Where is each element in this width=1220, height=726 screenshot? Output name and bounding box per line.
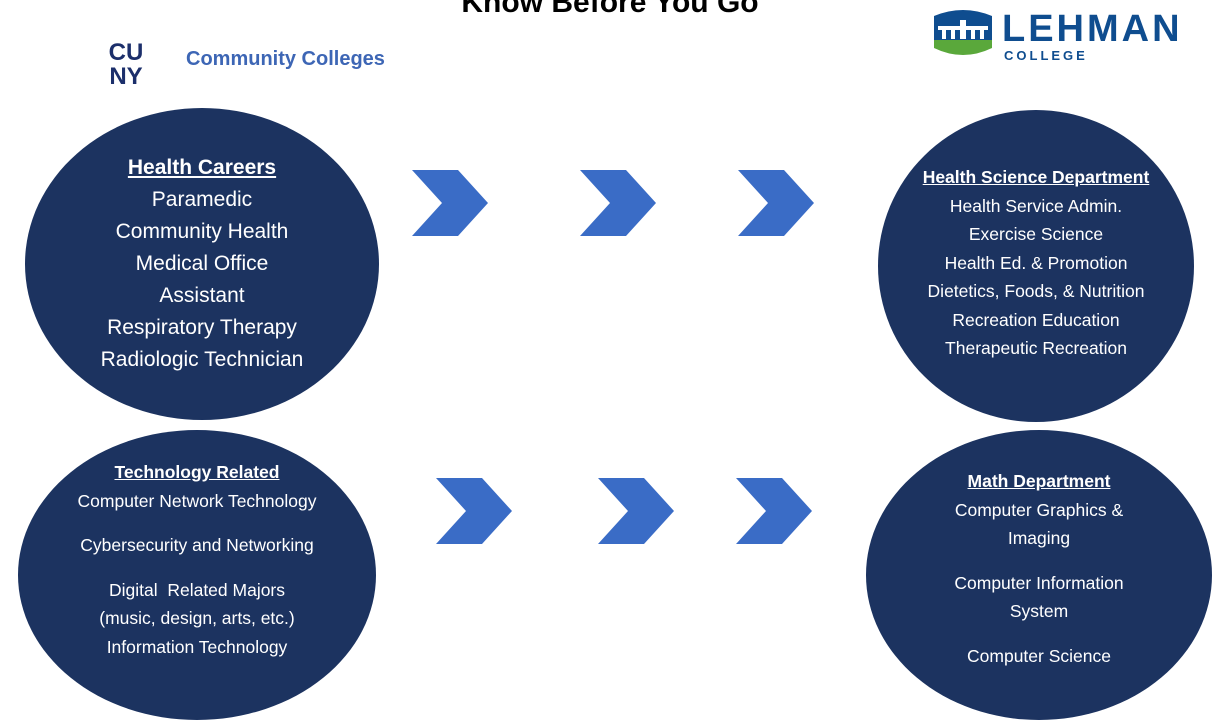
health-science-item: Health Service Admin. <box>949 195 1123 216</box>
health-science-item: Health Ed. & Promotion <box>944 252 1128 273</box>
technology-related-circle: Technology Related Computer Network Tech… <box>18 430 376 720</box>
technology-item: Cybersecurity and Networking <box>80 535 314 555</box>
technology-heading: Technology Related <box>114 462 280 482</box>
math-item: Computer Information <box>954 572 1124 593</box>
health-science-heading: Health Science Department <box>922 167 1150 187</box>
chevron-right-icon <box>736 478 812 544</box>
health-careers-item: Community Health <box>115 220 289 243</box>
lehman-college-logo: LEHMAN COLLEGE <box>932 6 1192 66</box>
math-item: Computer Science <box>967 645 1111 666</box>
health-careers-item: Respiratory Therapy <box>107 316 297 339</box>
lehman-subtitle: COLLEGE <box>1004 48 1088 63</box>
math-item: Imaging <box>1007 528 1071 548</box>
chevron-right-icon <box>738 170 814 236</box>
math-item: Computer Graphics & <box>954 499 1124 520</box>
health-careers-item: Paramedic <box>151 188 253 211</box>
health-science-item: Dietetics, Foods, & Nutrition <box>927 281 1145 301</box>
math-heading: Math Department <box>967 471 1111 491</box>
math-item: System <box>1009 601 1069 621</box>
health-science-item: Recreation Education <box>952 309 1120 330</box>
chevron-right-icon <box>580 170 656 236</box>
math-department-circle: Math Department Computer Graphics & Imag… <box>866 430 1212 720</box>
technology-item: (music, design, arts, etc.) <box>99 608 295 628</box>
health-careers-item: Radiologic Technician <box>100 348 304 371</box>
health-careers-item: Assistant <box>159 284 245 307</box>
chevron-right-icon <box>598 478 674 544</box>
health-science-item: Exercise Science <box>968 224 1104 244</box>
svg-text:CU: CU <box>109 39 144 66</box>
health-careers-heading: Health Careers <box>127 156 277 179</box>
cuny-logo: NY CU <box>109 39 144 86</box>
lehman-name: LEHMAN <box>1002 8 1183 50</box>
technology-item: Information Technology <box>106 636 288 657</box>
health-careers-item: Medical Office <box>135 252 269 275</box>
page-title: Know Before You Go <box>461 0 759 19</box>
svg-text:NY: NY <box>109 63 142 86</box>
technology-item: Digital Related Majors <box>108 579 286 600</box>
technology-item: Computer Network Technology <box>77 490 317 511</box>
community-colleges-label: Community Colleges <box>186 48 385 70</box>
health-careers-circle: Health Careers Paramedic Community Healt… <box>25 108 379 420</box>
chevron-right-icon <box>436 478 512 544</box>
chevron-right-icon <box>412 170 488 236</box>
health-science-circle: Health Science Department Health Service… <box>878 110 1194 422</box>
lehman-building-icon <box>934 10 992 55</box>
health-science-item: Therapeutic Recreation <box>945 338 1127 358</box>
